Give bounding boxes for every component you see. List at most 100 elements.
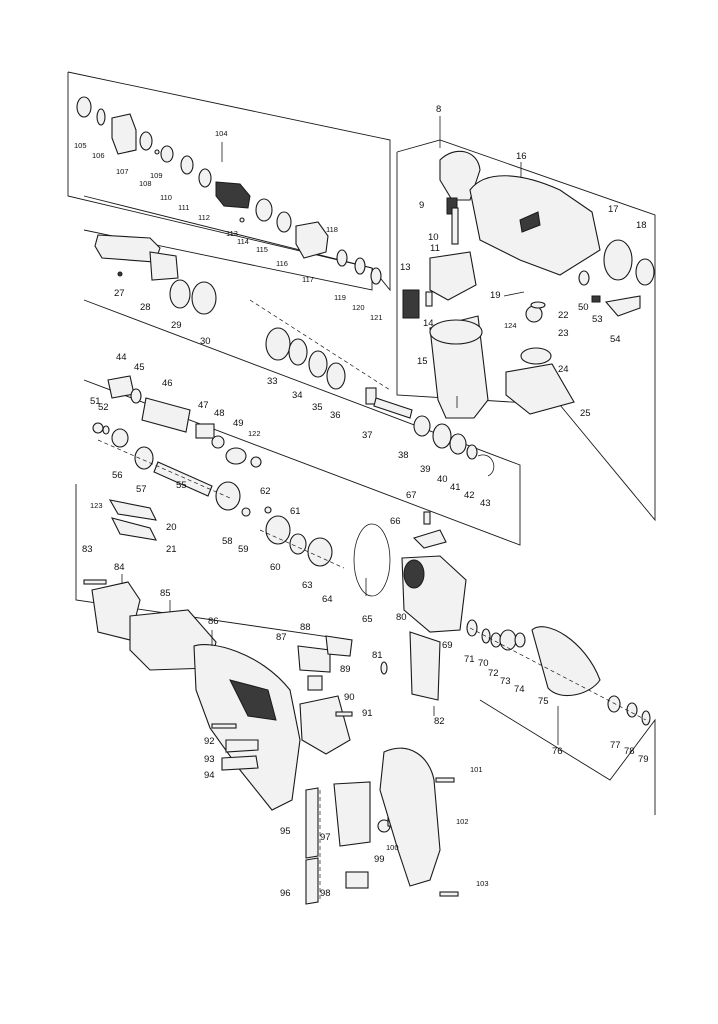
label-88: 88 (300, 622, 311, 633)
label-107: 107 (116, 167, 129, 176)
ring-110 (160, 145, 174, 163)
label-38: 38 (398, 450, 409, 461)
label-112: 112 (198, 213, 210, 222)
pin-81 (380, 661, 388, 675)
label-73: 73 (500, 676, 511, 687)
label-13: 13 (400, 262, 411, 273)
plate-20 (108, 499, 157, 521)
spring-19 (503, 291, 525, 297)
label-30: 30 (200, 336, 211, 347)
label-10: 10 (428, 232, 439, 243)
bearing-box-face (403, 559, 425, 589)
washer-106 (96, 108, 106, 126)
label-34: 34 (292, 390, 303, 401)
label-39: 39 (420, 464, 431, 475)
label-40: 40 (437, 474, 448, 485)
label-11: 11 (430, 243, 440, 254)
label-87: 87 (276, 632, 287, 643)
handle-cover-102 (379, 747, 441, 887)
label-89: 89 (340, 664, 351, 675)
label-63: 63 (302, 580, 313, 591)
ball-109 (154, 149, 160, 155)
pin-48 (211, 435, 225, 449)
ball-114 (239, 217, 245, 223)
crank-58 (215, 481, 241, 511)
label-93 (225, 739, 259, 753)
label-27: 27 (114, 288, 125, 299)
label-49: 49 (233, 418, 244, 429)
label-103: 103 (476, 879, 489, 888)
clip-89 (307, 675, 323, 691)
label-17: 17 (608, 204, 619, 215)
ball-27 (117, 271, 123, 277)
bearing-73 (499, 629, 517, 651)
spindle-37 (365, 387, 377, 405)
label-81: 81 (372, 650, 383, 661)
label-20: 20 (166, 522, 177, 533)
tool-holder-28 (149, 251, 179, 281)
grip-top-15 (429, 319, 483, 345)
cord-96 (305, 857, 319, 905)
label-57: 57 (136, 484, 147, 495)
washer-52 (102, 425, 110, 435)
ring-18 (635, 258, 655, 286)
label-80: 80 (396, 612, 407, 623)
cam-60 (265, 515, 291, 545)
ring-71 (466, 619, 478, 637)
ring-108 (139, 131, 153, 151)
label-119: 119 (334, 293, 346, 302)
label-37: 37 (362, 430, 373, 441)
label-109: 109 (150, 171, 163, 180)
bearing-61 (289, 533, 307, 555)
screw-103 (439, 891, 459, 897)
ring-112 (198, 168, 212, 188)
ring-105 (76, 96, 92, 118)
label-114: 114 (237, 237, 249, 246)
label-110: 110 (160, 193, 172, 202)
holder-113 (215, 181, 251, 209)
label-93: 93 (204, 754, 215, 765)
label-16: 16 (516, 151, 527, 162)
label-25: 25 (580, 408, 591, 419)
cylinder-46 (141, 397, 191, 433)
plate-21 (110, 517, 157, 541)
bearing-57 (134, 446, 154, 470)
ring-39 (413, 415, 431, 437)
label-9: 9 (419, 200, 424, 211)
switch-97 (333, 781, 371, 847)
label-117: 117 (302, 275, 314, 284)
label-24: 24 (558, 364, 569, 375)
bearing-50 (578, 270, 590, 286)
label-72: 72 (488, 668, 499, 679)
screw-91 (335, 711, 353, 717)
ring-116 (276, 211, 292, 233)
label-116: 116 (276, 259, 288, 268)
label-67: 67 (406, 490, 417, 501)
label-21: 21 (166, 544, 177, 555)
spindle-parts (94, 234, 217, 315)
label-58: 58 (222, 536, 233, 547)
ring-111 (180, 155, 194, 175)
frame-gear-group (83, 299, 521, 546)
gear-64 (307, 537, 333, 567)
label-61: 61 (290, 506, 301, 517)
chuck-parts (76, 96, 382, 285)
label-62: 62 (260, 486, 271, 497)
label-115: 115 (256, 245, 268, 254)
label-87 (297, 645, 331, 673)
label-118: 118 (326, 225, 338, 234)
label-82: 82 (434, 716, 445, 727)
label-54: 54 (610, 334, 621, 345)
o-ring-65 (353, 523, 391, 597)
part-number-labels: 8 9 10 11 13 14 15 16 17 18 19 20 21 22 … (74, 104, 649, 899)
label-59: 59 (238, 544, 249, 555)
rod-38 (373, 397, 413, 419)
plate-54 (604, 295, 641, 317)
label-33: 33 (267, 376, 278, 387)
label-70: 70 (478, 658, 489, 669)
label-108: 108 (139, 179, 152, 188)
label-18: 18 (636, 220, 647, 231)
sleeve-17 (603, 239, 633, 281)
ring-79 (641, 710, 651, 726)
gear-30 (191, 281, 217, 315)
